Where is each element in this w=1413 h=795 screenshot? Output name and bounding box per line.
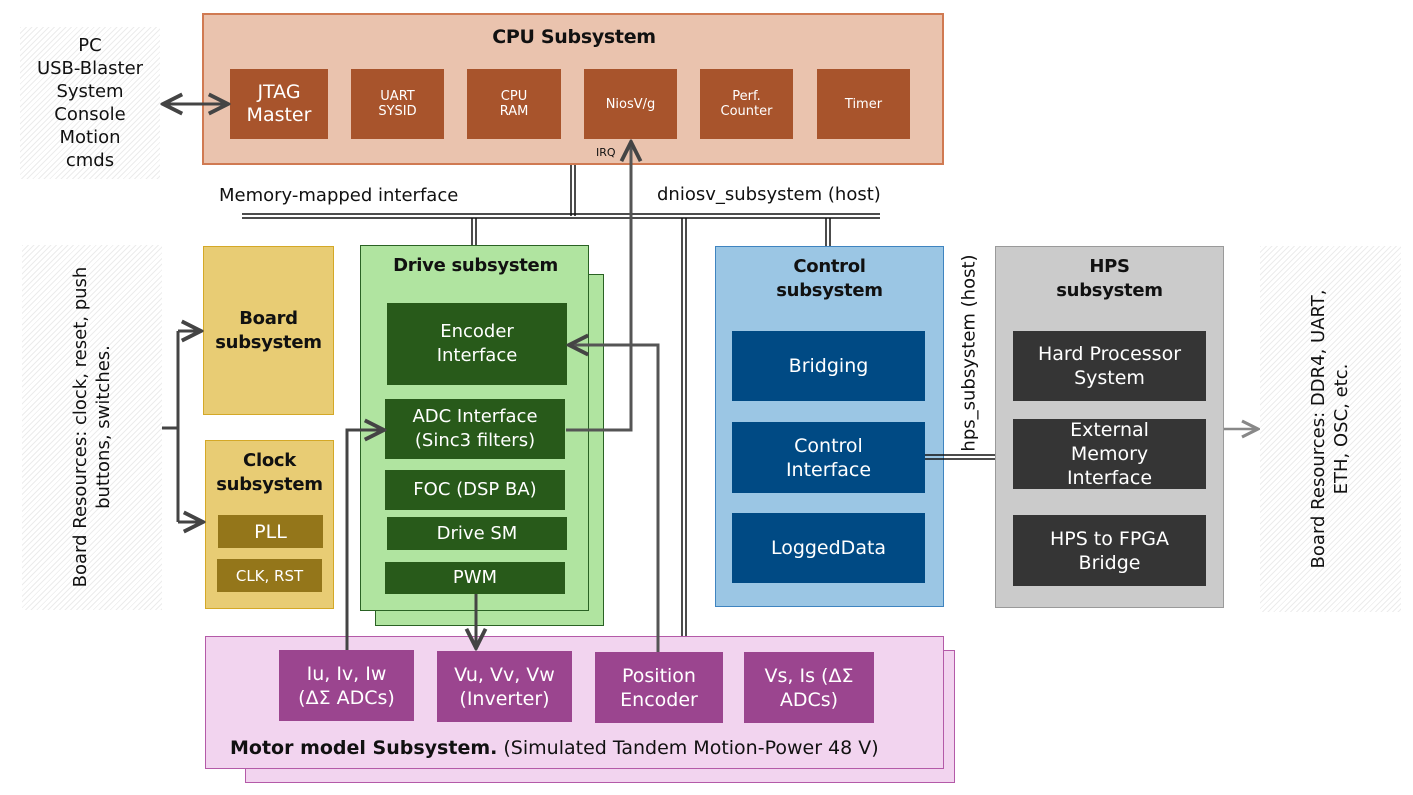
vs-is-adc-block: Vs, Is (ΔΣ ADCs) bbox=[744, 652, 874, 723]
block-line: System bbox=[1074, 367, 1145, 389]
position-encoder-block: Position Encoder bbox=[595, 652, 723, 723]
pwm-block: PWM bbox=[385, 562, 565, 594]
title-line: subsystem bbox=[1056, 280, 1163, 301]
board-resources-right: Board Resources: DDR4, UART, ETH, OSC, e… bbox=[1260, 246, 1401, 612]
block-line: HPS to FPGA bbox=[1049, 527, 1170, 550]
logged-data-block: LoggedData bbox=[732, 513, 925, 583]
board-resources-branch bbox=[162, 331, 203, 522]
irq-wire bbox=[566, 142, 631, 432]
clk-rst-block: CLK, RST bbox=[217, 559, 322, 592]
cpu-subsystem-title: CPU Subsystem bbox=[492, 26, 656, 48]
block-line: CPU bbox=[500, 89, 528, 104]
motor-subsystem-title: Motor model Subsystem. (Simulated Tandem… bbox=[230, 737, 879, 759]
block-line: Master bbox=[246, 104, 312, 126]
title-line: subsystem bbox=[216, 474, 323, 495]
inverter-block: Vu, Vv, Vw (Inverter) bbox=[437, 651, 572, 722]
hps-subsystem-title: HPS subsystem bbox=[996, 255, 1223, 303]
block-line: UART bbox=[380, 89, 415, 104]
encoder-interface-block: Encoder Interface bbox=[387, 303, 567, 385]
jtag-master-block: JTAG Master bbox=[230, 69, 328, 139]
dniosv-host-label: dniosv_subsystem (host) bbox=[657, 184, 881, 205]
block-line: Perf. bbox=[732, 89, 761, 104]
niosv-block: NiosV/g bbox=[584, 69, 677, 139]
block-line: Encoder bbox=[620, 688, 698, 711]
board-resources-left: Board Resources: clock, reset, push butt… bbox=[22, 245, 162, 610]
block-line: Timer bbox=[844, 96, 883, 112]
title-line: Control bbox=[793, 256, 866, 277]
block-line: Vu, Vv, Vw bbox=[454, 663, 555, 686]
title-line: Clock bbox=[243, 450, 296, 471]
pc-line: Motion bbox=[59, 127, 121, 148]
block-line: ADCs) bbox=[779, 688, 839, 711]
title-line: Board bbox=[239, 308, 298, 329]
title-line: subsystem bbox=[776, 280, 883, 301]
position-encoder-wire bbox=[569, 345, 660, 652]
memory-mapped-bus bbox=[242, 165, 995, 636]
block-line: Encoder bbox=[440, 321, 514, 342]
motor-title-bold: Motor model Subsystem. bbox=[230, 737, 498, 759]
timer-block: Timer bbox=[817, 69, 910, 139]
current-adc-wire bbox=[345, 430, 384, 650]
block-line: JTAG bbox=[257, 81, 301, 103]
pc-line: PC bbox=[78, 35, 102, 56]
block-line: (Sinc3 filters) bbox=[414, 430, 536, 451]
hard-processor-system-block: Hard Processor System bbox=[1013, 331, 1206, 401]
title-line: subsystem bbox=[215, 332, 322, 353]
hps-to-fpga-bridge-block: HPS to FPGA Bridge bbox=[1013, 515, 1206, 586]
block-line: Interface bbox=[1066, 467, 1153, 489]
cpu-ram-block: CPU RAM bbox=[467, 69, 561, 139]
memory-mapped-interface-label: Memory-mapped interface bbox=[219, 185, 459, 206]
block-line: Hard Processor bbox=[1037, 343, 1182, 365]
irq-label: IRQ bbox=[596, 146, 616, 159]
block-line: Memory bbox=[1070, 443, 1149, 465]
block-line: Vs, Is (ΔΣ bbox=[764, 664, 854, 687]
external-memory-interface-block: External Memory Interface bbox=[1013, 419, 1206, 489]
block-line: (ΔΣ ADCs) bbox=[298, 686, 395, 709]
motor-title-rest: (Simulated Tandem Motion-Power 48 V) bbox=[497, 737, 879, 759]
bridging-block: Bridging bbox=[732, 331, 925, 401]
pc-line: USB-Blaster bbox=[36, 58, 144, 79]
block-line: RAM bbox=[499, 104, 529, 119]
block-line: Interface bbox=[436, 345, 518, 366]
pc-line: Console bbox=[54, 104, 126, 125]
pc-host-box: PC USB-Blaster System Console Motion cmd… bbox=[20, 27, 160, 179]
block-line: Position bbox=[622, 664, 696, 687]
drive-sm-block: Drive SM bbox=[387, 517, 567, 550]
current-adc-block: Iu, Iv, Iw (ΔΣ ADCs) bbox=[279, 650, 414, 721]
block-line: Bridge bbox=[1078, 551, 1141, 574]
perf-counter-block: Perf. Counter bbox=[700, 69, 793, 139]
control-interface-block: Control Interface bbox=[732, 422, 925, 493]
pc-line: cmds bbox=[65, 150, 115, 171]
block-line: Control bbox=[794, 434, 863, 457]
block-line: NiosV/g bbox=[605, 96, 656, 112]
board-subsystem-title: Board subsystem bbox=[204, 307, 333, 355]
control-subsystem-title: Control subsystem bbox=[716, 255, 943, 303]
block-line: Interface bbox=[785, 458, 872, 481]
pc-line: System bbox=[56, 81, 124, 102]
block-line: Iu, Iv, Iw bbox=[306, 662, 387, 685]
block-line: ADC Interface bbox=[412, 406, 538, 427]
adc-interface-block: ADC Interface (Sinc3 filters) bbox=[385, 399, 565, 459]
block-line: External bbox=[1070, 419, 1149, 441]
title-line: HPS bbox=[1089, 256, 1130, 277]
foc-block: FOC (DSP BA) bbox=[385, 470, 565, 510]
block-line: (Inverter) bbox=[459, 687, 550, 710]
pll-block: PLL bbox=[218, 515, 323, 548]
uart-sysid-block: UART SYSID bbox=[351, 69, 444, 139]
block-line: SYSID bbox=[378, 104, 417, 119]
block-line: Counter bbox=[720, 104, 773, 119]
board-subsystem: Board subsystem bbox=[203, 246, 334, 415]
drive-subsystem-title: Drive subsystem bbox=[393, 255, 558, 276]
clock-subsystem-title: Clock subsystem bbox=[206, 449, 333, 497]
